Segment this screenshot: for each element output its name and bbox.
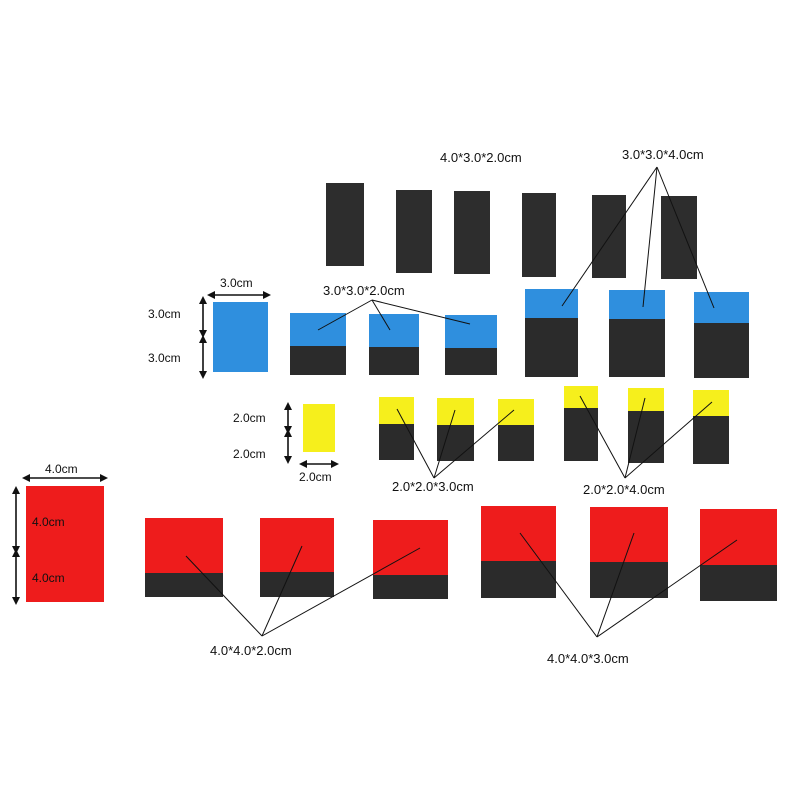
yellow-prism — [437, 398, 474, 425]
red-prism — [260, 518, 334, 572]
yellow-cube — [303, 404, 335, 452]
label-blue-cube-width: 3.0cm — [220, 276, 253, 290]
blue-cube — [213, 302, 268, 372]
red-prism-base — [145, 573, 223, 597]
red-row — [26, 486, 777, 602]
yellow-row — [303, 386, 729, 464]
label-yellow-cube-h2: 2.0cm — [233, 447, 266, 461]
red-prism-base — [481, 561, 556, 598]
leader-lines — [185, 166, 738, 638]
red-prism — [481, 506, 556, 561]
label-blue-2cm: 3.0*3.0*2.0cm — [323, 283, 405, 298]
black-prism — [454, 191, 490, 274]
blue-prism — [525, 289, 578, 318]
yellow-prism — [379, 397, 414, 424]
blue-prism — [369, 314, 419, 347]
red-cube — [26, 486, 104, 602]
yellow-prism-base — [628, 411, 664, 463]
black-prism-row — [326, 183, 697, 279]
yellow-prism — [628, 388, 664, 411]
label-yellow-cube-width: 2.0cm — [299, 470, 332, 484]
blue-prism-base — [290, 346, 346, 375]
yellow-prism-base — [437, 425, 474, 461]
yellow-prism-base — [498, 425, 534, 461]
yellow-prism-base — [379, 424, 414, 460]
blue-prism-base — [609, 319, 665, 377]
red-prism — [590, 507, 668, 562]
yellow-prism-base — [564, 408, 598, 461]
blue-prism-base — [445, 348, 497, 375]
black-prism — [326, 183, 364, 266]
black-prism — [522, 193, 556, 277]
red-prism-base — [700, 565, 777, 601]
label-red-cube-h2: 4.0cm — [32, 571, 65, 585]
yellow-prism — [498, 399, 534, 425]
label-black-4cm: 3.0*3.0*4.0cm — [622, 147, 704, 162]
black-prism — [396, 190, 432, 273]
dimension-arrows — [12, 291, 339, 605]
label-blue-cube-h1: 3.0cm — [148, 307, 181, 321]
red-prism-base — [260, 572, 334, 597]
blue-prism-base — [694, 323, 749, 378]
blue-prism — [694, 292, 749, 323]
label-blue-cube-h2: 3.0cm — [148, 351, 181, 365]
label-yellow-cube-h1: 2.0cm — [233, 411, 266, 425]
label-black-2cm: 4.0*3.0*2.0cm — [440, 150, 522, 165]
label-red-cube-width: 4.0cm — [45, 462, 78, 476]
blue-prism — [609, 290, 665, 319]
red-prism — [145, 518, 223, 573]
red-prism-base — [590, 562, 668, 598]
label-yellow-3cm: 2.0*2.0*3.0cm — [392, 479, 474, 494]
label-red-cube-h1: 4.0cm — [32, 515, 65, 529]
label-red-2cm: 4.0*4.0*2.0cm — [210, 643, 292, 658]
blue-row — [213, 289, 749, 378]
red-prism — [373, 520, 448, 575]
black-prism — [661, 196, 697, 279]
label-yellow-4cm: 2.0*2.0*4.0cm — [583, 482, 665, 497]
label-red-3cm: 4.0*4.0*3.0cm — [547, 651, 629, 666]
blue-prism-base — [369, 347, 419, 375]
blue-prism-base — [525, 318, 578, 377]
yellow-prism-base — [693, 416, 729, 464]
red-prism — [700, 509, 777, 565]
red-prism-base — [373, 575, 448, 599]
